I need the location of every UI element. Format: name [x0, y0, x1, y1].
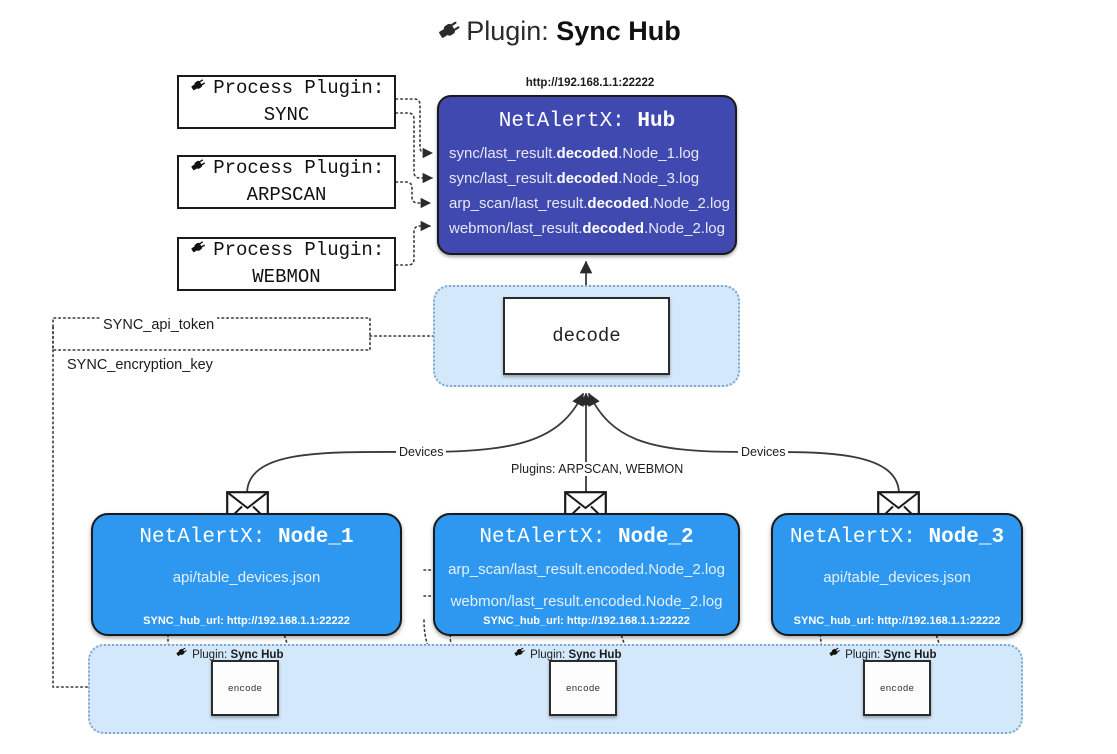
- plug-icon: [513, 647, 529, 661]
- node-line: api/table_devices.json: [823, 569, 971, 586]
- hub-header-prefix: NetAlertX:: [498, 110, 625, 133]
- hub-log-em: decoded: [582, 219, 645, 237]
- node-hub-url-label: SYNC_hub_url:: [483, 615, 564, 627]
- node-hub-url: SYNC_hub_url: http://192.168.1.1:22222: [773, 615, 1021, 627]
- node-hub-url-value: http://192.168.1.1:22222: [566, 615, 690, 627]
- encoder-caption-name: Sync Hub: [230, 649, 284, 661]
- node-header-prefix: NetAlertX:: [789, 526, 916, 549]
- process-plugin-sync[interactable]: Process Plugin: SYNC: [177, 75, 396, 129]
- process-plugin-line1: Process Plugin:: [189, 155, 384, 182]
- plug-icon: [828, 647, 844, 661]
- hub-node[interactable]: NetAlertX: Hub sync/last_result.decoded.…: [437, 95, 737, 255]
- process-plugin-webmon[interactable]: Process Plugin: WEBMON: [177, 237, 396, 291]
- encoder-caption-prefix: Plugin:: [192, 649, 228, 661]
- encoder-caption-name: Sync Hub: [883, 649, 937, 661]
- node-header-name: Node_3: [928, 526, 1005, 549]
- plug-icon: [175, 647, 191, 661]
- encoder-caption-prefix: Plugin:: [845, 649, 881, 661]
- encoder-caption-prefix: Plugin:: [530, 649, 566, 661]
- process-plugin-name: ARPSCAN: [246, 184, 327, 206]
- plug-icon: [189, 240, 212, 260]
- title-prefix: Plugin:: [466, 16, 549, 46]
- hub-log-pre: webmon/last_result.: [449, 219, 583, 237]
- process-plugin-arpscan[interactable]: Process Plugin: ARPSCAN: [177, 155, 396, 209]
- hub-log-row: arp_scan/last_result.decoded.Node_2.log: [439, 192, 735, 217]
- encoder-caption-name: Sync Hub: [568, 649, 622, 661]
- sync-encryption-key-label: SYNC_encryption_key: [64, 357, 216, 373]
- process-plugin-title: Process Plugin:: [213, 77, 385, 100]
- node-hub-url-value: http://192.168.1.1:22222: [877, 615, 1001, 627]
- encode-box[interactable]: encode: [863, 660, 931, 716]
- node-hub-url: SYNC_hub_url: http://192.168.1.1:22222: [435, 615, 738, 627]
- process-plugin-name: SYNC: [263, 104, 310, 126]
- node-hub-url-label: SYNC_hub_url:: [143, 615, 224, 627]
- plug-icon: [189, 78, 212, 98]
- encode-box[interactable]: encode: [211, 660, 279, 716]
- hub-url-label: http://192.168.1.1:22222: [525, 77, 655, 89]
- node-hub-url-label: SYNC_hub_url:: [793, 615, 875, 627]
- node-header: NetAlertX: Node_1: [139, 526, 353, 549]
- process-plugin-name: WEBMON: [252, 266, 321, 288]
- hub-log-pre: sync/last_result.: [449, 169, 557, 187]
- hub-log-post: .Node_3.log: [618, 169, 700, 187]
- page-title: Plugin: Sync Hub: [0, 16, 1117, 47]
- plug-icon: [436, 18, 462, 49]
- title-name: Sync Hub: [556, 16, 681, 46]
- process-plugin-line1: Process Plugin:: [189, 75, 384, 102]
- hub-header-name: Hub: [637, 110, 676, 133]
- process-plugin-title: Process Plugin:: [213, 239, 385, 262]
- hub-log-post: .Node_2.log: [649, 194, 730, 212]
- node-header-prefix: NetAlertX:: [139, 526, 266, 549]
- sync-api-token-label: SYNC_api_token: [100, 317, 218, 333]
- hub-log-pre: arp_scan/last_result.: [449, 194, 588, 212]
- devices-left-label: Devices: [396, 445, 447, 459]
- node-hub-url: SYNC_hub_url: http://192.168.1.1:22222: [93, 615, 400, 627]
- node-line: api/table_devices.json: [172, 569, 321, 586]
- node-header-name: Node_2: [618, 526, 694, 549]
- hub-log-em: decoded: [587, 194, 650, 212]
- hub-log-row: sync/last_result.decoded.Node_1.log: [439, 142, 735, 167]
- hub-log-post: .Node_2.log: [644, 219, 725, 237]
- hub-log-row: webmon/last_result.decoded.Node_2.log: [439, 217, 735, 242]
- encode-box[interactable]: encode: [549, 660, 617, 716]
- hub-log-em: decoded: [556, 169, 619, 187]
- node-line: arp_scan/last_result.encoded.Node_2.log: [448, 561, 725, 578]
- node-hub-url-value: http://192.168.1.1:22222: [226, 615, 350, 627]
- hub-log-post: .Node_1.log: [618, 145, 700, 162]
- node-header-name: Node_1: [278, 526, 354, 549]
- node-header: NetAlertX: Node_3: [790, 526, 1004, 549]
- decode-box[interactable]: decode: [503, 297, 670, 375]
- encoder-caption: Plugin: Sync Hub: [175, 646, 283, 661]
- hub-log-row: sync/last_result.decoded.Node_3.log: [439, 167, 735, 192]
- hub-log-em: decoded: [556, 145, 619, 162]
- process-plugin-line1: Process Plugin:: [189, 237, 384, 264]
- node-1[interactable]: NetAlertX: Node_1 api/table_devices.json…: [91, 513, 402, 636]
- devices-right-label: Devices: [738, 445, 789, 459]
- node-line: webmon/last_result.encoded.Node_2.log: [450, 593, 723, 611]
- node-3[interactable]: NetAlertX: Node_3 api/table_devices.json…: [771, 513, 1023, 636]
- encoder-caption: Plugin: Sync Hub: [828, 646, 936, 661]
- encoder-caption: Plugin: Sync Hub: [513, 646, 621, 661]
- hub-header: NetAlertX: Hub: [439, 110, 735, 133]
- plug-icon: [189, 158, 212, 178]
- plugins-center-label: Plugins: ARPSCAN, WEBMON: [508, 462, 687, 476]
- node-2[interactable]: NetAlertX: Node_2 arp_scan/last_result.e…: [433, 513, 740, 636]
- node-header: NetAlertX: Node_2: [479, 526, 693, 549]
- hub-log-pre: sync/last_result.: [449, 145, 557, 162]
- process-plugin-title: Process Plugin:: [213, 157, 385, 180]
- node-header-prefix: NetAlertX:: [479, 526, 606, 549]
